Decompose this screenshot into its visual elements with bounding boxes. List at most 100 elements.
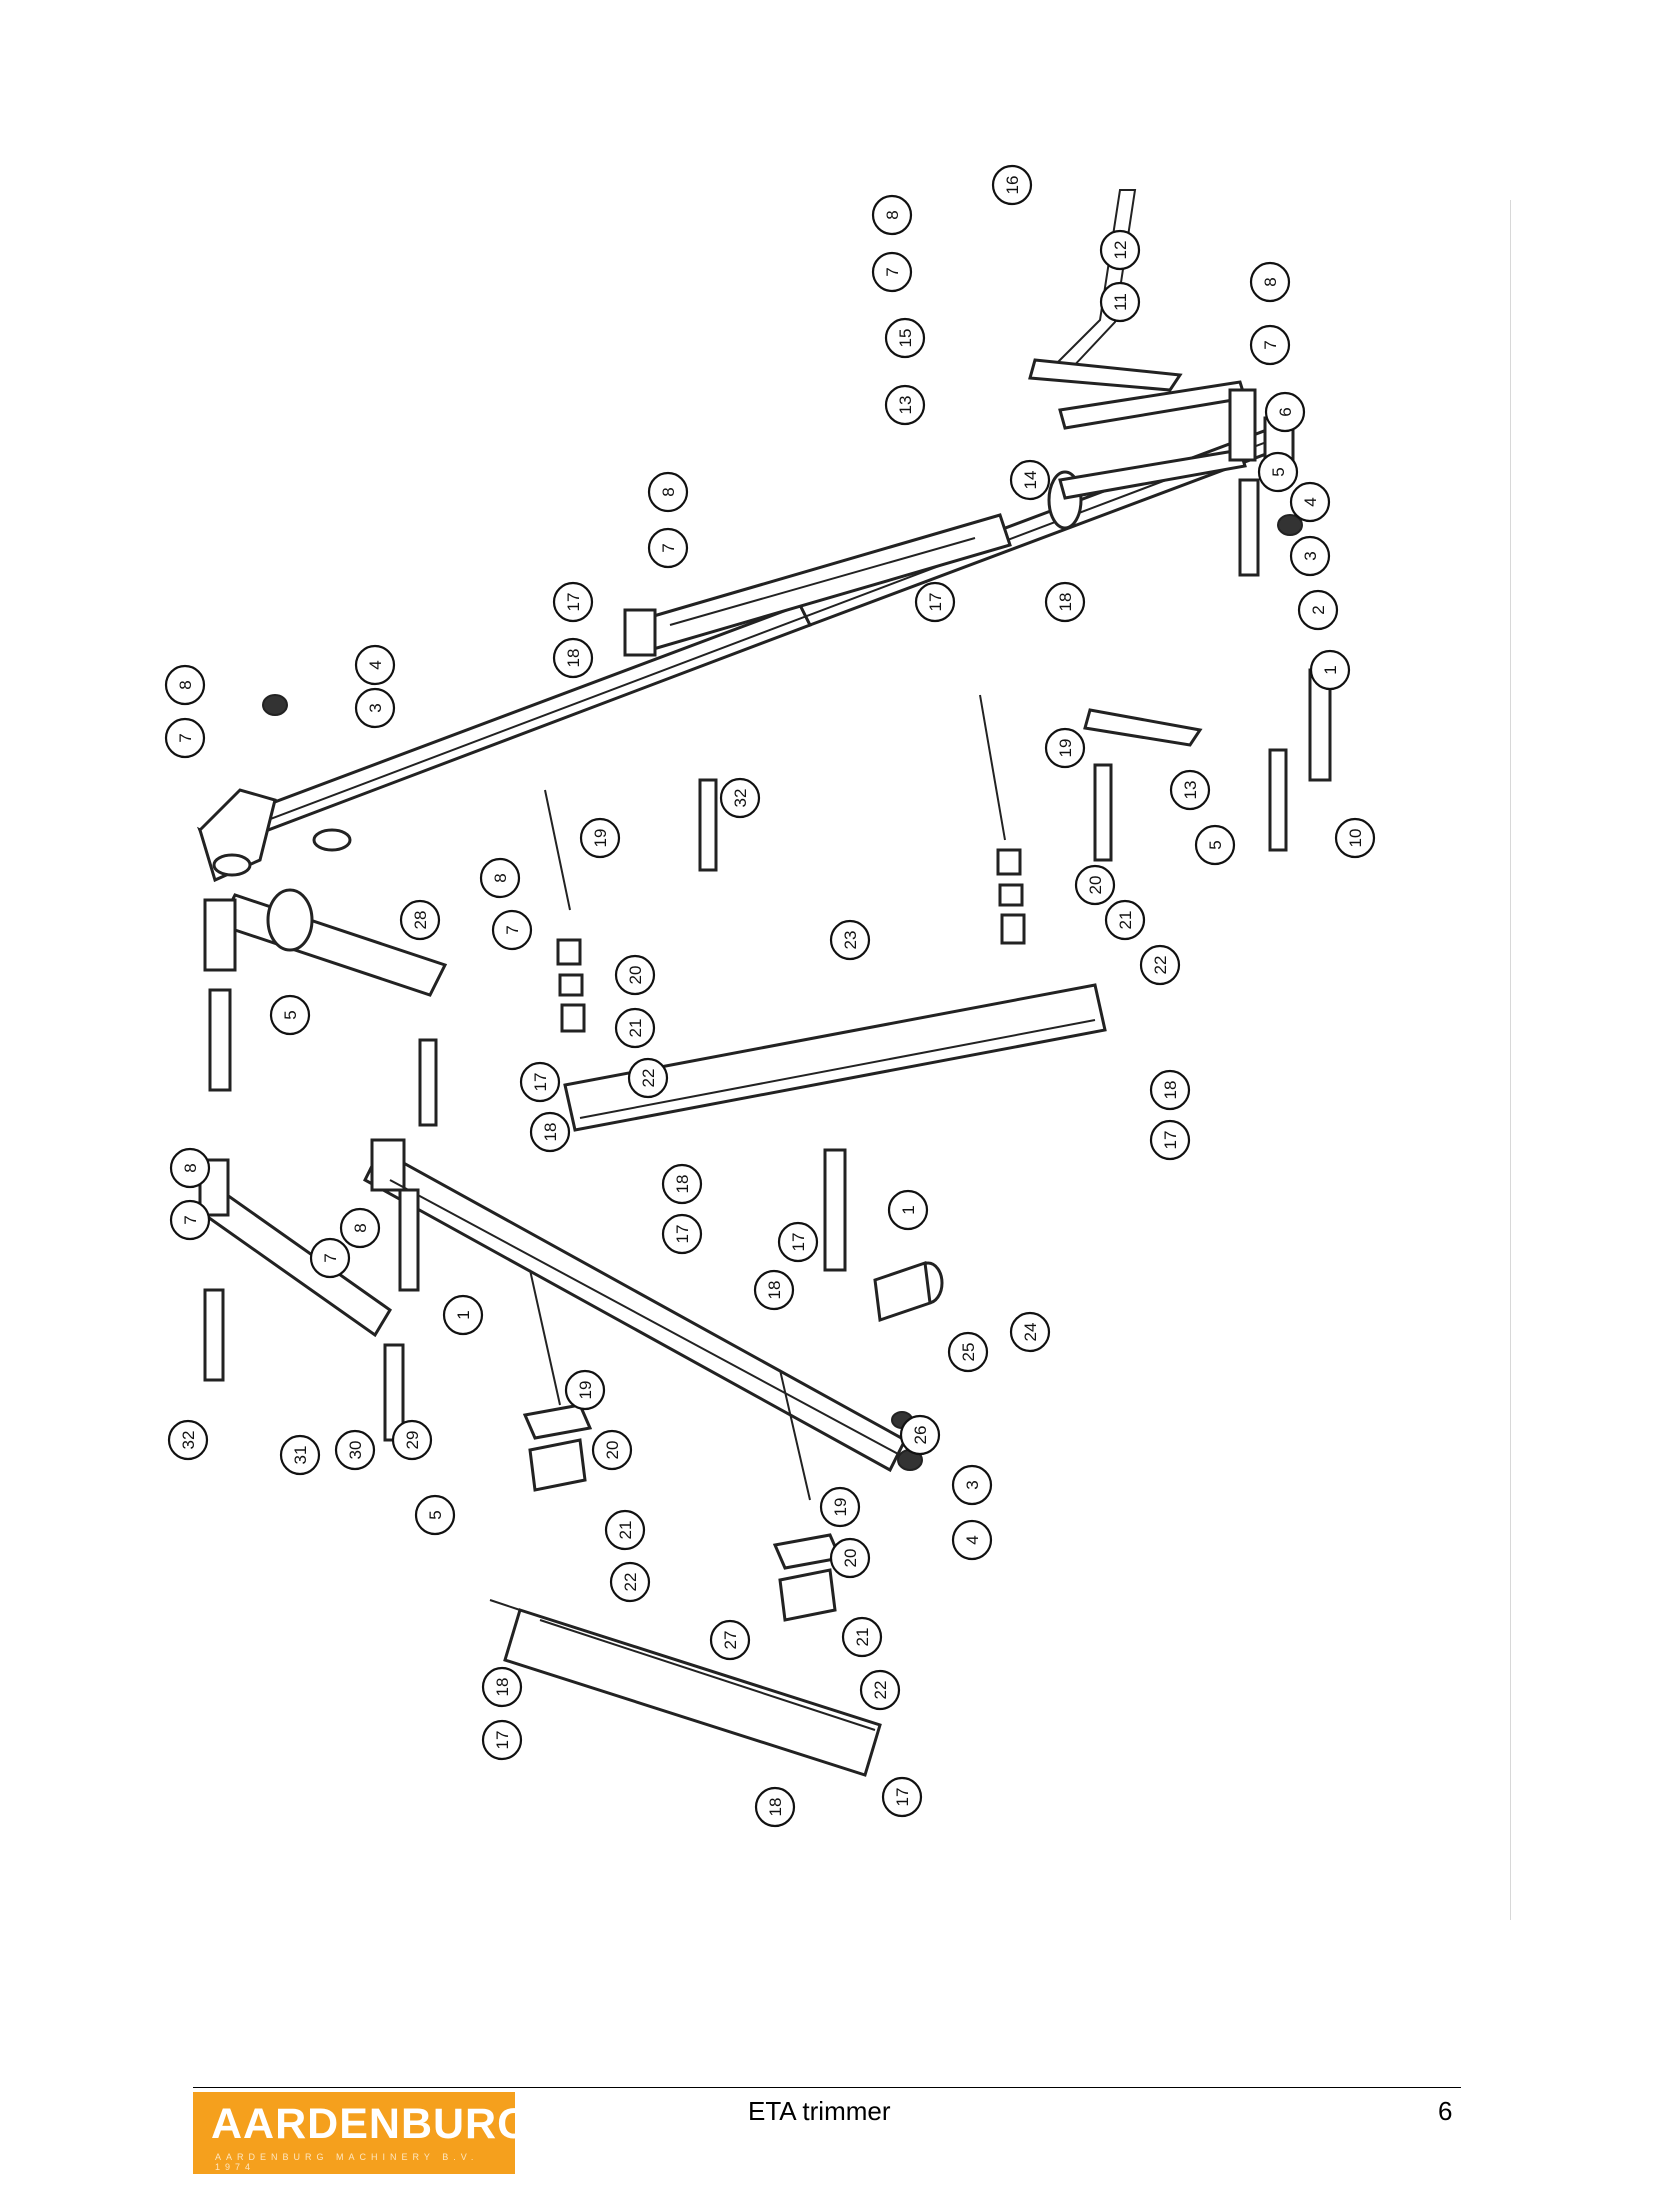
callout-circle: [614, 954, 656, 996]
callout-7: 7: [871, 251, 913, 293]
callout-circle: [829, 919, 871, 961]
callout-circle: [414, 1494, 456, 1536]
callout-label: 17: [564, 593, 583, 612]
page-edge-line: [1510, 200, 1511, 1920]
callout-1: 1: [887, 1189, 929, 1231]
aardenburg-logo: AARDENBURG AARDENBURG MACHINERY B.V. 197…: [193, 2092, 531, 2174]
callout-circle: [334, 1429, 376, 1471]
callout-label: 18: [541, 1123, 560, 1142]
callout-3: 3: [1289, 535, 1331, 577]
callout-label: 8: [176, 680, 195, 689]
callout-label: 1: [1321, 665, 1340, 674]
callout-label: 4: [963, 1535, 982, 1544]
callout-4: 4: [951, 1519, 993, 1561]
callout-circle: [399, 899, 441, 941]
footer-rule: [193, 2087, 1461, 2088]
callout-circle: [1169, 769, 1211, 811]
callout-label: 18: [564, 649, 583, 668]
callout-17: 17: [914, 581, 956, 623]
callout-label: 7: [181, 1215, 200, 1224]
callout-label: 29: [403, 1431, 422, 1450]
callout-19: 19: [819, 1486, 861, 1528]
callout-label: 26: [911, 1426, 930, 1445]
callout-label: 12: [1111, 241, 1130, 260]
callout-label: 19: [831, 1498, 850, 1517]
callout-label: 24: [1021, 1323, 1040, 1342]
callout-circle: [647, 471, 689, 513]
callout-label: 22: [871, 1681, 890, 1700]
callout-circle: [881, 1776, 923, 1818]
callout-18: 18: [529, 1111, 571, 1153]
callout-12: 12: [1099, 229, 1141, 271]
callout-circle: [627, 1057, 669, 1099]
callout-circle: [719, 777, 761, 819]
callout-1: 1: [1309, 649, 1351, 691]
callout-label: 13: [1181, 781, 1200, 800]
callout-circle: [947, 1331, 989, 1373]
callout-circle: [1309, 649, 1351, 691]
callout-circle: [169, 1199, 211, 1241]
callout-circle: [1249, 261, 1291, 303]
callout-label: 1: [454, 1310, 473, 1319]
callout-32: 32: [167, 1419, 209, 1461]
callout-circle: [661, 1163, 703, 1205]
callout-circle: [164, 664, 206, 706]
callout-circle: [914, 581, 956, 623]
callout-29: 29: [391, 1419, 433, 1461]
callout-14: 14: [1009, 459, 1051, 501]
callout-label: 17: [893, 1788, 912, 1807]
callout-label: 7: [176, 733, 195, 742]
callout-22: 22: [859, 1669, 901, 1711]
callout-label: 14: [1021, 471, 1040, 490]
callout-17: 17: [481, 1719, 523, 1761]
callout-8: 8: [871, 194, 913, 236]
callout-18: 18: [754, 1786, 796, 1828]
callout-18: 18: [661, 1163, 703, 1205]
callout-21: 21: [1104, 899, 1146, 941]
callout-5: 5: [414, 1494, 456, 1536]
callout-label: 18: [1161, 1081, 1180, 1100]
callout-circle: [887, 1189, 929, 1231]
callout-circle: [1334, 817, 1376, 859]
callout-8: 8: [479, 857, 521, 899]
callout-label: 5: [1269, 467, 1288, 476]
callout-label: 5: [426, 1510, 445, 1519]
callout-label: 25: [959, 1343, 978, 1362]
callout-18: 18: [1149, 1069, 1191, 1111]
callout-label: 19: [576, 1381, 595, 1400]
logo-tagline: AARDENBURG MACHINERY B.V. 1974: [215, 2152, 479, 2172]
callout-label: 21: [616, 1521, 635, 1540]
callout-circle: [819, 1486, 861, 1528]
callout-circle: [884, 384, 926, 426]
callout-circle: [884, 317, 926, 359]
callout-13: 13: [1169, 769, 1211, 811]
callout-label: 7: [503, 925, 522, 934]
callout-label: 18: [1056, 593, 1075, 612]
callout-28: 28: [399, 899, 441, 941]
callout-circle: [354, 644, 396, 686]
callout-circle: [564, 1369, 606, 1411]
callout-17: 17: [519, 1061, 561, 1103]
callout-circle: [647, 527, 689, 569]
callout-24: 24: [1009, 1311, 1051, 1353]
document-title: ETA trimmer: [748, 2096, 891, 2126]
callout-22: 22: [627, 1057, 669, 1099]
callout-circle: [1099, 281, 1141, 323]
callout-label: 19: [591, 829, 610, 848]
callout-label: 18: [673, 1175, 692, 1194]
callout-8: 8: [169, 1147, 211, 1189]
callout-label: 3: [1301, 551, 1320, 560]
callout-label: 22: [1151, 956, 1170, 975]
callout-circle: [591, 1429, 633, 1471]
callout-10: 10: [1334, 817, 1376, 859]
callout-22: 22: [609, 1561, 651, 1603]
callout-circle: [1289, 481, 1331, 523]
callout-label: 20: [1086, 876, 1105, 895]
callout-19: 19: [579, 817, 621, 859]
callout-17: 17: [1149, 1119, 1191, 1161]
callout-label: 5: [281, 1010, 300, 1019]
callout-label: 32: [731, 789, 750, 808]
callout-circle: [951, 1464, 993, 1506]
